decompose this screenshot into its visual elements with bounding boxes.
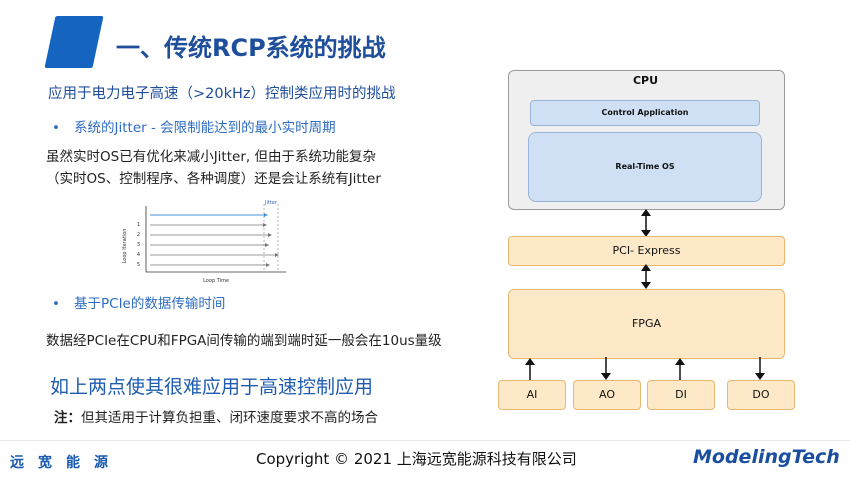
modelingtech-logo: ModelingTech [693, 446, 840, 468]
bullet-pcie-text: 基于PCIe的数据传输时间 [74, 296, 226, 312]
row-label: 1 [137, 222, 140, 228]
bullet-jitter: • 系统的Jitter - 会限制能达到的最小实时周期 [52, 116, 336, 136]
cpu-pci-arrow [641, 209, 651, 237]
footer-divider [0, 440, 850, 441]
row-arrowhead [275, 253, 279, 257]
pci-fpga-arrow [641, 264, 651, 289]
slide-title: 一、传统RCP系统的挑战 [116, 34, 386, 62]
footer-company-logo: 远宽能源 [10, 455, 122, 471]
note-prefix: 注： [54, 410, 81, 426]
ai-arrow-up [525, 358, 535, 380]
io-block-do: DO [727, 380, 795, 410]
cpu-label: CPU [632, 74, 659, 87]
io-block-ao: AO [573, 380, 641, 410]
bullet-dot: • [52, 296, 60, 312]
slide-subtitle: 应用于电力电子高速（>20kHz）控制类应用时的挑战 [48, 86, 396, 102]
footer-copyright: Copyright © 2021 上海远宽能源科技有限公司 [256, 450, 577, 468]
row-arrowhead [268, 233, 272, 237]
io-block-ai: AI [498, 380, 566, 410]
row-arrowhead [265, 243, 269, 247]
conclusion-text: 如上两点使其很难应用于高速控制应用 [50, 376, 374, 398]
control-application-block: Control Application [530, 100, 760, 126]
row-label: 4 [137, 252, 140, 258]
ao-arrow-down [601, 357, 611, 380]
bullet-dot: • [52, 120, 60, 136]
real-time-os-block: Real-Time OS [528, 132, 762, 202]
row-label: 5 [137, 262, 140, 268]
title-accent-bar [44, 16, 104, 68]
jitter-paragraph: 虽然实时OS已有优化来减小Jitter, 但由于系统功能复杂 （实时OS、控制程… [46, 146, 381, 190]
pci-express-block: PCI- Express [508, 236, 785, 266]
pcie-paragraph: 数据经PCIe在CPU和FPGA间传输的端到端时延一般会在10us量级 [46, 333, 442, 349]
di-arrow-up [675, 358, 685, 380]
note-text: 但其适用于计算负担重、闭环速度要求不高的场合 [81, 410, 378, 426]
jitter-chart: Loop Iteration Jitter 1 2 3 4 5 Loop Tim… [122, 200, 286, 284]
jitter-top-arrowhead [264, 213, 268, 217]
note: 注：但其适用于计算负担重、闭环速度要求不高的场合 [54, 406, 378, 426]
jitter-chart-ylabel: Loop Iteration [122, 229, 128, 264]
bullet-jitter-text: 系统的Jitter - 会限制能达到的最小实时周期 [74, 120, 336, 136]
do-arrow-down [755, 357, 765, 380]
jitter-chart-xlabel: Loop Time [203, 278, 229, 284]
io-block-di: DI [647, 380, 715, 410]
jitter-paragraph-line2: （实时OS、控制程序、各种调度）还是会让系统有Jitter [46, 171, 381, 187]
fpga-block: FPGA [508, 289, 785, 359]
row-arrowhead [266, 263, 270, 267]
row-label: 2 [137, 232, 140, 238]
row-arrowhead [263, 223, 267, 227]
jitter-paragraph-line1: 虽然实时OS已有优化来减小Jitter, 但由于系统功能复杂 [46, 149, 376, 165]
row-label: 3 [137, 242, 140, 248]
jitter-label: Jitter [264, 200, 278, 206]
bullet-pcie: • 基于PCIe的数据传输时间 [52, 292, 225, 312]
